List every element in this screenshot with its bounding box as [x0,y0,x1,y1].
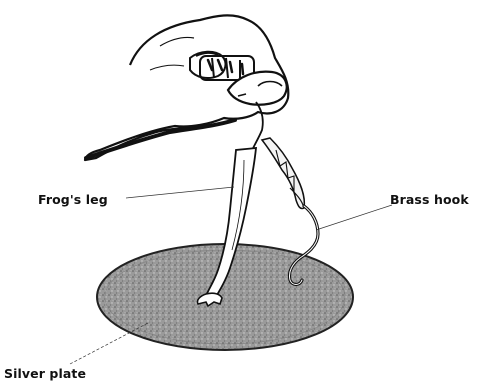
leader-frogs-leg [126,187,234,198]
leader-brass-hook [316,205,392,230]
label-brass-hook: Brass hook [390,192,469,207]
label-silver-plate: Silver plate [4,366,86,381]
leader-silver-plate [70,322,150,364]
label-frogs-leg: Frog's leg [38,192,108,207]
